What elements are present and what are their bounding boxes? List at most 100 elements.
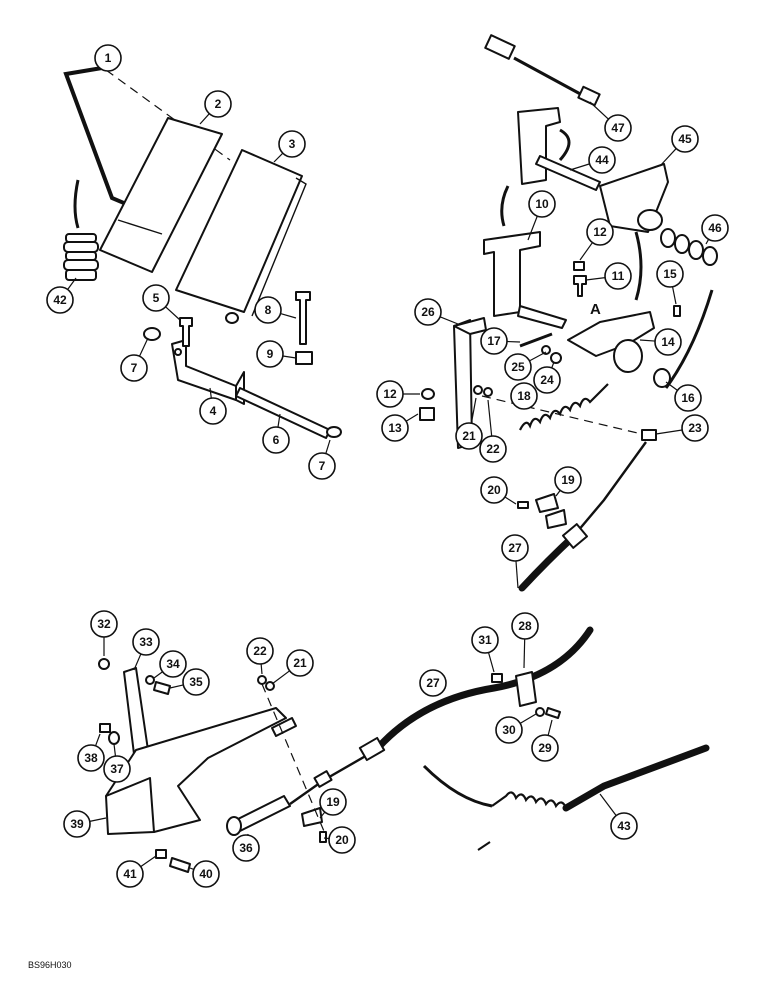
callout-leader <box>133 653 142 671</box>
callout-label: 23 <box>688 421 702 435</box>
part-42-rubber-bumper <box>63 179 99 281</box>
callout-24: 24 <box>533 361 561 394</box>
callout-19: 19 <box>554 466 582 497</box>
part-7-ring <box>143 327 161 341</box>
callout-label: 26 <box>421 305 435 319</box>
callout-leader <box>547 719 553 736</box>
callout-16: 16 <box>665 381 702 412</box>
linkage-assembly-group: A <box>419 34 718 592</box>
callout-27: 27 <box>501 534 529 589</box>
callout-31: 31 <box>471 626 499 673</box>
callout-label: 19 <box>561 473 575 487</box>
part-18-spring <box>519 383 609 431</box>
callout-label: 29 <box>538 741 552 755</box>
callout-leader <box>323 837 330 840</box>
part-13-nut <box>419 407 435 421</box>
pedal-assembly-group <box>63 66 342 439</box>
part-19-clip-lower <box>301 807 323 827</box>
callout-44: 44 <box>569 146 616 174</box>
callout-1: 1 <box>94 44 122 72</box>
callout-label: 12 <box>593 225 607 239</box>
part-9-nut <box>295 351 313 365</box>
callout-27: 27 <box>419 669 447 697</box>
callout-leader <box>67 277 77 290</box>
callout-label: 15 <box>663 267 677 281</box>
part-22-washer-lower <box>257 675 267 685</box>
callout-label: 37 <box>110 762 124 776</box>
callout-34: 34 <box>153 650 187 679</box>
callout-6: 6 <box>262 413 290 454</box>
callout-label: 40 <box>199 867 213 881</box>
callout-38: 38 <box>77 733 105 772</box>
callout-23: 23 <box>655 414 709 442</box>
callout-label: 9 <box>267 347 274 361</box>
callout-label: 27 <box>426 676 440 690</box>
callout-11: 11 <box>585 262 632 290</box>
callout-33: 33 <box>132 628 160 671</box>
section-marker: A <box>590 301 601 318</box>
callout-32: 32 <box>90 610 118 656</box>
callout-17: 17 <box>480 327 521 355</box>
callout-leader <box>325 439 331 454</box>
callout-label: 7 <box>319 459 326 473</box>
callout-46: 46 <box>701 214 729 245</box>
callout-label: 35 <box>189 675 203 689</box>
callout-label: 42 <box>53 293 67 307</box>
part-6-shaft <box>235 387 331 439</box>
callout-leader <box>504 496 517 505</box>
callout-leader <box>140 855 157 868</box>
figure-code: BS96H030 <box>28 960 72 970</box>
callout-leader <box>277 413 281 428</box>
callout-leader <box>271 670 290 685</box>
callout-leader <box>113 743 117 757</box>
part-35-bolt <box>153 681 171 695</box>
part-14-lever-plate <box>567 311 655 357</box>
callout-leader <box>655 429 683 435</box>
callout-leader <box>89 817 107 822</box>
callout-leader <box>280 312 297 319</box>
mounting-plate-group <box>98 658 327 873</box>
cable-group <box>289 626 710 851</box>
part-34-washer <box>145 675 155 685</box>
callout-2: 2 <box>199 90 232 125</box>
callout-25: 25 <box>504 351 547 381</box>
callout-leader <box>319 811 326 819</box>
callout-7: 7 <box>308 439 336 480</box>
callout-label: 25 <box>511 360 525 374</box>
part-23-rod-end <box>641 429 657 441</box>
callout-label: 10 <box>535 197 549 211</box>
callout-label: 2 <box>215 97 222 111</box>
callout-label: 38 <box>84 751 98 765</box>
part-8-long-bolt <box>295 291 311 345</box>
part-5-bolt <box>179 317 193 347</box>
callout-label: 20 <box>335 833 349 847</box>
callout-39: 39 <box>63 810 107 838</box>
callout-35: 35 <box>169 668 210 696</box>
part-37-washer <box>108 731 120 745</box>
callout-label: 13 <box>388 421 402 435</box>
callout-label: 20 <box>487 483 501 497</box>
callout-leader <box>506 340 521 343</box>
callout-21: 21 <box>271 649 314 685</box>
callout-18: 18 <box>510 382 538 410</box>
callout-45: 45 <box>659 125 699 167</box>
callout-leader <box>470 397 477 424</box>
callout-4: 4 <box>199 387 227 425</box>
callout-label: 28 <box>518 619 532 633</box>
part-32-washer <box>98 658 110 670</box>
callout-37: 37 <box>103 743 131 783</box>
callout-label: 3 <box>289 137 296 151</box>
callout-9: 9 <box>256 340 297 368</box>
callout-leader <box>579 242 593 261</box>
callout-36: 36 <box>232 833 260 862</box>
callout-label: 4 <box>210 404 217 418</box>
part-27-cable-upper <box>518 532 578 592</box>
part-44-bracket <box>517 107 561 185</box>
callout-leader <box>95 733 101 747</box>
callout-label: 43 <box>617 819 631 833</box>
part-43-boot <box>491 791 568 809</box>
callout-leader <box>639 339 656 342</box>
part-19-clip <box>535 493 559 513</box>
callout-label: 45 <box>678 132 692 146</box>
callout-label: 16 <box>681 391 695 405</box>
